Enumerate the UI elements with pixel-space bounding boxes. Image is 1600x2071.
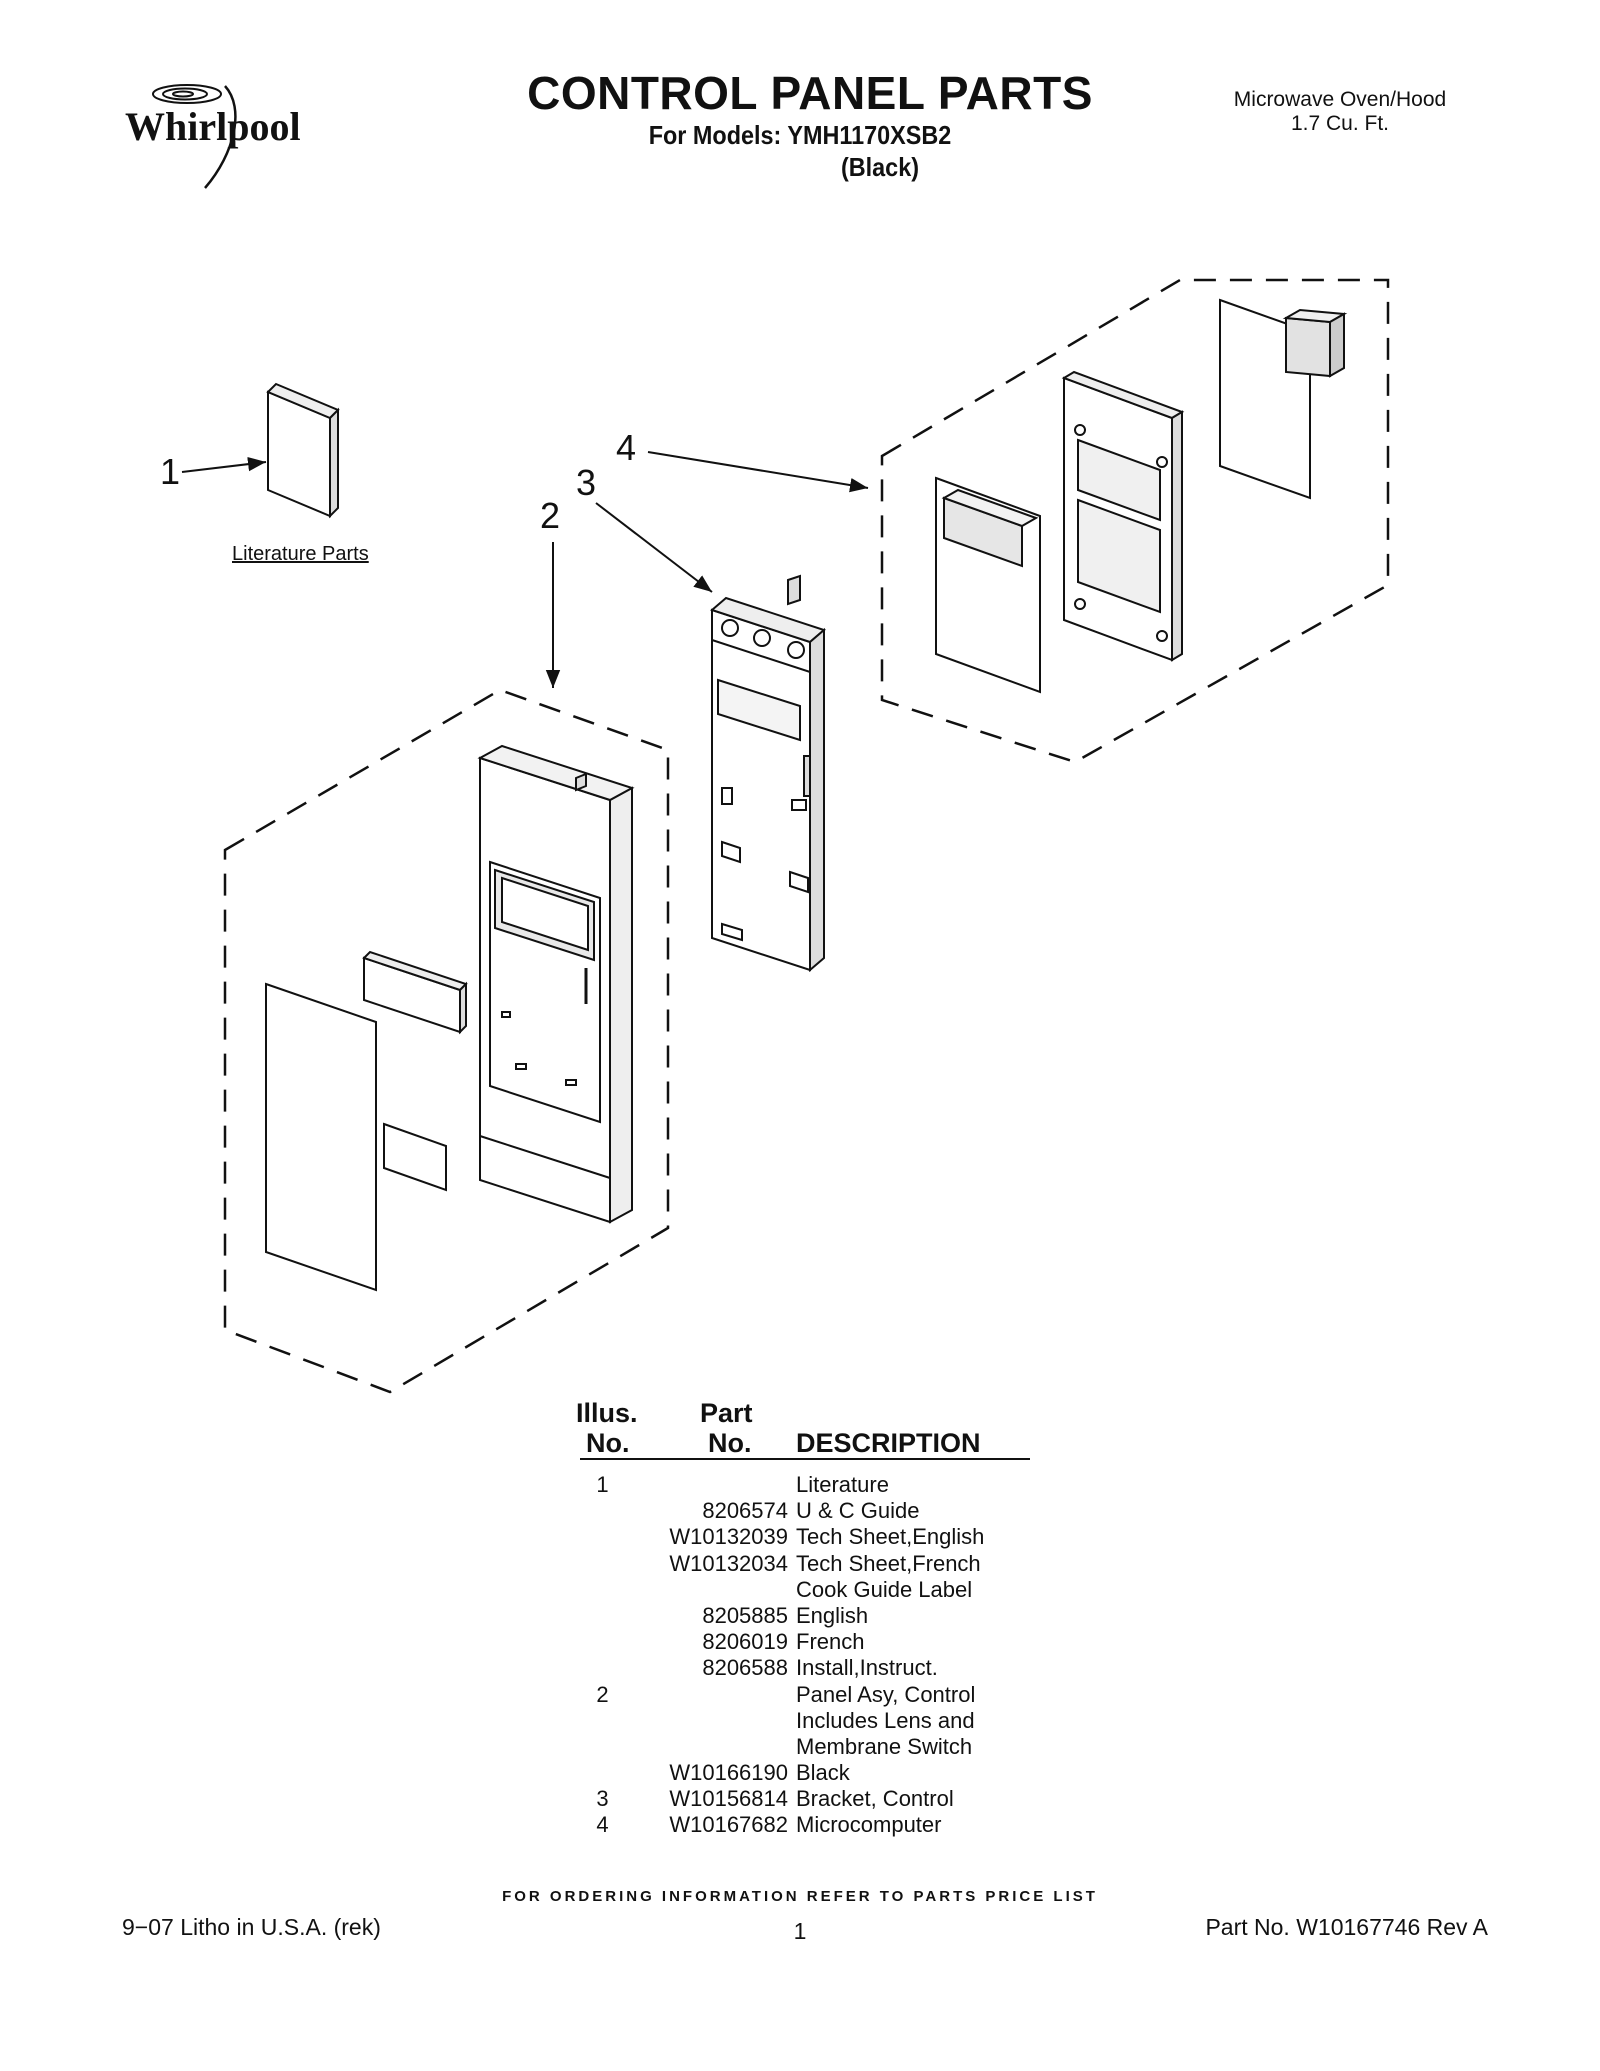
product-description: Microwave Oven/Hood 1.7 Cu. Ft. <box>1180 88 1500 136</box>
parts-table: Illus. No. Part No. DESCRIPTION 1 Literat… <box>576 1398 1030 1839</box>
model-variant: (Black) <box>840 152 920 182</box>
description: Black <box>796 1760 850 1786</box>
table-row: 4 W10167682 Microcomputer <box>580 1812 1030 1838</box>
part-no: W10132039 <box>669 1524 788 1550</box>
header-illus-line2: No. <box>586 1428 630 1458</box>
illus-no: 3 <box>596 1786 609 1812</box>
rear-label <box>383 1122 447 1192</box>
description: Bracket, Control <box>796 1786 954 1812</box>
model-subtitle: For Models: YMH1170XSB2 <box>648 120 952 150</box>
literature-parts-label: Literature Parts <box>232 543 369 565</box>
table-row: 8206574 U & C Guide <box>580 1498 1030 1524</box>
description: English <box>796 1602 869 1628</box>
description: Tech Sheet,French <box>796 1550 981 1576</box>
description: French <box>796 1629 865 1655</box>
description: U & C Guide <box>796 1498 920 1524</box>
description: Membrane Switch <box>796 1733 973 1759</box>
table-row: W10166190 Black <box>580 1760 1030 1786</box>
part-no: 8206574 <box>702 1498 788 1524</box>
illus-no: 2 <box>596 1681 609 1707</box>
header-illus-line1: Illus. <box>576 1398 638 1428</box>
page-title: CONTROL PANEL PARTS <box>527 67 1093 119</box>
literature-booklet <box>266 382 340 519</box>
illus-no: 1 <box>596 1472 609 1497</box>
table-row: 8206019 French <box>580 1629 1030 1655</box>
membrane-switch <box>265 982 377 1292</box>
part-no: W10167682 <box>669 1812 788 1838</box>
table-row: 3 W10156814 Bracket, Control <box>580 1786 1030 1812</box>
parts-table-body: 1 Literature 8206574 U & C Guide W10132039… <box>580 1472 1030 1839</box>
parts-table-header: Illus. No. Part No. DESCRIPTION <box>576 1398 1030 1460</box>
header-description: DESCRIPTION <box>796 1428 981 1458</box>
part-no: 8205885 <box>702 1602 788 1628</box>
table-row: Cook Guide Label <box>580 1577 1030 1603</box>
microcomputer-frame <box>1061 370 1185 662</box>
table-row: 2 Panel Asy, Control <box>580 1682 1030 1708</box>
whirlpool-logo: Whirlpool <box>125 84 301 189</box>
description: Install,Instruct. <box>796 1655 938 1681</box>
display-lens <box>362 950 468 1035</box>
table-row: Membrane Switch <box>580 1734 1030 1760</box>
control-bracket <box>709 574 827 973</box>
description: Literature <box>796 1472 889 1497</box>
microcomputer-shield <box>935 476 1041 694</box>
callout-3: 3 <box>576 462 596 503</box>
document-part-number: Part No. W10167746 Rev A <box>1205 1914 1488 1940</box>
page-number: 1 <box>793 1918 807 1944</box>
product-line-2: 1.7 Cu. Ft. <box>1290 112 1390 135</box>
description: Microcomputer <box>796 1812 942 1838</box>
table-row: W10132034 Tech Sheet,French <box>580 1551 1030 1577</box>
litho-note: 9−07 Litho in U.S.A. (rek) <box>122 1914 381 1940</box>
part-no: W10156814 <box>669 1786 788 1812</box>
microcomputer-board <box>1219 298 1348 500</box>
product-line-1: Microwave Oven/Hood <box>1233 88 1447 111</box>
table-row: 1 Literature <box>580 1472 1030 1498</box>
description: Panel Asy, Control <box>796 1681 976 1707</box>
description: Tech Sheet,English <box>796 1524 985 1550</box>
illus-no: 4 <box>596 1812 609 1838</box>
part-no: W10166190 <box>669 1760 788 1786</box>
svg-text:Whirlpool: Whirlpool <box>125 104 301 149</box>
table-row: 8205885 English <box>580 1603 1030 1629</box>
callout-2: 2 <box>540 495 560 536</box>
exploded-parts-diagram: Literature Parts 1 2 3 4 <box>160 278 1390 1394</box>
callout-1: 1 <box>160 451 180 492</box>
callout-4: 4 <box>616 427 636 468</box>
control-panel-assembly <box>477 744 635 1224</box>
table-row: 8206588 Install,Instruct. <box>580 1655 1030 1681</box>
description: Includes Lens and <box>796 1707 975 1733</box>
part-no: W10132034 <box>669 1550 788 1576</box>
ordering-note: FOR ORDERING INFORMATION REFER TO PARTS … <box>502 1888 1098 1905</box>
table-row: W10132039 Tech Sheet,English <box>580 1524 1030 1550</box>
description: Cook Guide Label <box>796 1576 973 1602</box>
header-part-line2: No. <box>708 1428 752 1458</box>
part-no: 8206019 <box>702 1629 788 1655</box>
part-no: 8206588 <box>702 1655 788 1681</box>
table-row: Includes Lens and <box>580 1708 1030 1734</box>
header-part-line1: Part <box>700 1398 753 1428</box>
